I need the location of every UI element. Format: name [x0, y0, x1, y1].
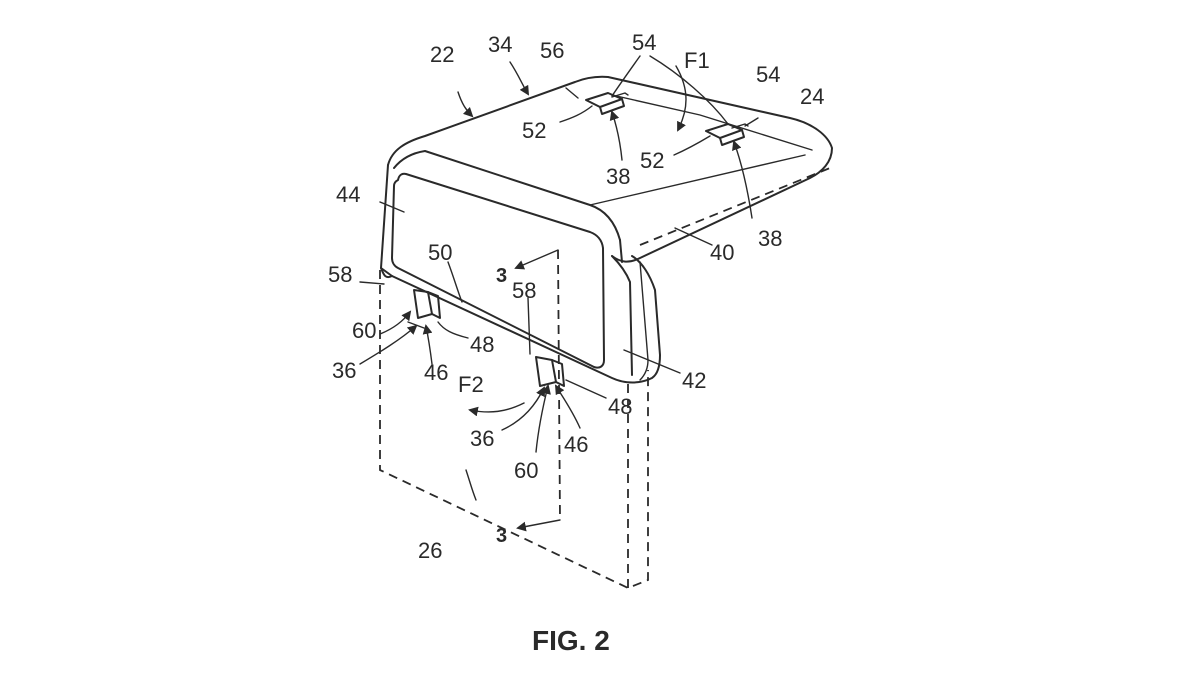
ref-F2: F2	[458, 372, 484, 397]
ref-38-right: 38	[758, 226, 782, 251]
ref-52-left: 52	[522, 118, 546, 143]
ref-36-left: 36	[332, 358, 356, 383]
ref-58-right: 58	[512, 278, 536, 303]
ref-60-right: 60	[514, 458, 538, 483]
ref-42: 42	[682, 368, 706, 393]
roof-mount-left	[585, 92, 629, 115]
ref-48-left: 48	[470, 332, 494, 357]
hinge-right	[535, 356, 565, 387]
leader-lines	[359, 55, 759, 532]
ref-54-top: 54	[632, 30, 656, 55]
figure-caption: FIG. 2	[532, 625, 610, 656]
camper-shell	[380, 75, 833, 387]
ref-46-right: 46	[564, 432, 588, 457]
section-marker-top: 3	[496, 265, 507, 287]
ref-26: 26	[418, 538, 442, 563]
roof-mount-right	[705, 123, 749, 146]
roof-outline	[387, 75, 833, 263]
ref-48-right: 48	[608, 394, 632, 419]
ref-38-left: 38	[606, 164, 630, 189]
ref-44: 44	[336, 182, 360, 207]
roof-front-edge	[393, 150, 621, 241]
ref-52-right: 52	[640, 148, 664, 173]
rear-window	[391, 172, 605, 369]
ref-54-right: 54	[756, 62, 780, 87]
front-panel	[380, 164, 661, 384]
ref-50: 50	[428, 240, 452, 265]
ref-34: 34	[488, 32, 512, 57]
ref-60-left: 60	[352, 318, 376, 343]
reference-numerals: 22 34 56 54 F1 54 24 52 52 38 38 44 40 5…	[328, 30, 824, 563]
ref-40: 40	[710, 240, 734, 265]
ref-F1: F1	[684, 48, 710, 73]
section-marker-bottom: 3	[496, 525, 507, 547]
ref-36-right: 36	[470, 426, 494, 451]
roof-crease	[611, 94, 813, 151]
roof-rail	[639, 167, 831, 246]
ref-56: 56	[540, 38, 564, 63]
ref-58-left: 58	[328, 262, 352, 287]
ref-46-left: 46	[424, 360, 448, 385]
ref-24: 24	[800, 84, 824, 109]
hinge-left	[407, 289, 441, 329]
ref-22: 22	[430, 42, 454, 67]
